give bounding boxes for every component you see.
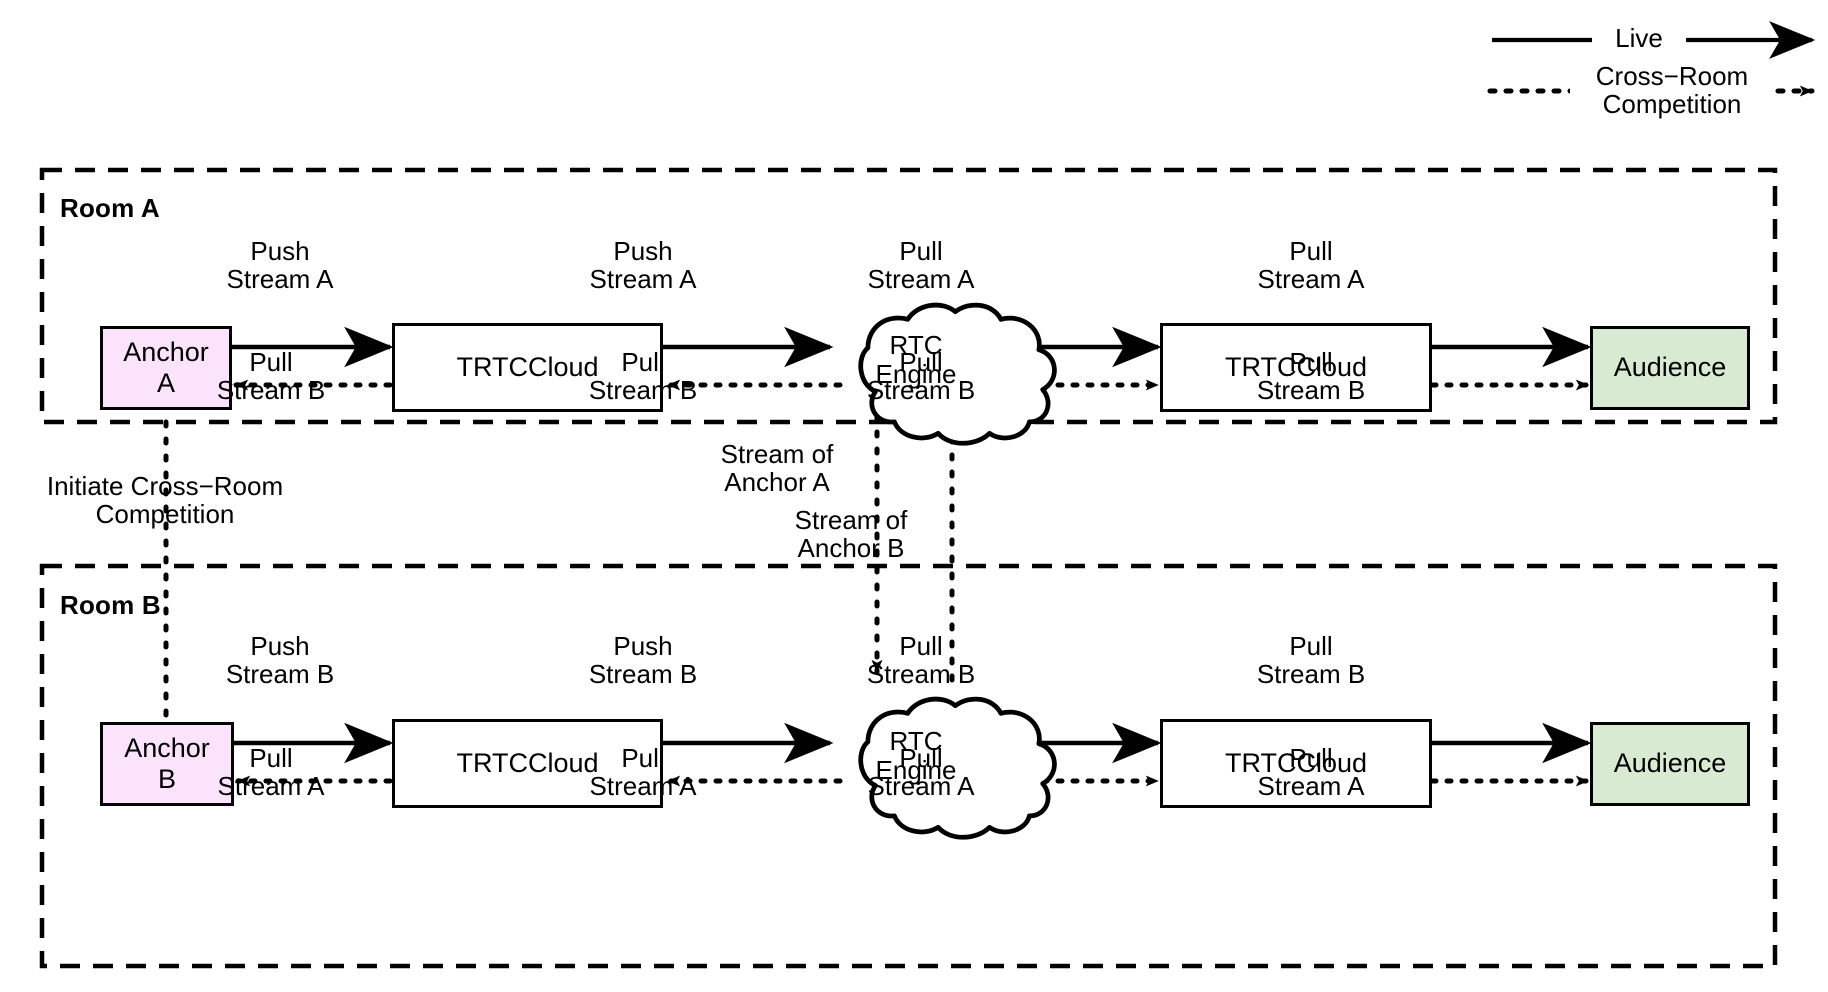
edge-label-b-push-1: Push Stream B	[225, 631, 335, 690]
edge-label-b-pull-2: Pull Stream A	[589, 743, 697, 802]
node-anchor-b[interactable]: Anchor B	[100, 722, 234, 806]
edge-label-b-pull-3: Pull Stream B	[866, 631, 976, 690]
room-b-label: Room B	[60, 590, 161, 620]
edge-label-b-pull-5: Pull Stream B	[1256, 631, 1366, 690]
node-audience-a[interactable]: Audience	[1590, 326, 1750, 410]
edge-label-b-push-2: Push Stream B	[588, 631, 698, 690]
edge-label-a-push-1: Push Stream A	[226, 236, 334, 295]
label-initiate-cross-room: Initiate Cross−Room Competition	[46, 471, 284, 530]
edge-label-a-push-2: Push Stream A	[589, 236, 697, 295]
label-stream-of-anchor-b: Stream of Anchor B	[794, 505, 908, 564]
node-trtccloud-b-left[interactable]: TRTCCloud	[392, 719, 663, 808]
label-stream-of-anchor-a: Stream of Anchor A	[720, 439, 834, 498]
edge-label-a-pull-1: Pull Stream B	[216, 347, 326, 406]
node-trtccloud-a-left[interactable]: TRTCCloud	[392, 323, 663, 412]
edge-label-b-pull-4: Pull Stream A	[867, 743, 975, 802]
node-anchor-a[interactable]: Anchor A	[100, 326, 232, 410]
legend-cross-room-label: Cross−Room Competition	[1570, 62, 1774, 118]
node-audience-b[interactable]: Audience	[1590, 722, 1750, 806]
node-trtccloud-a-right[interactable]: TRTCCloud	[1160, 323, 1432, 412]
rtc-engine-a-cloud	[858, 302, 1057, 446]
rtc-engine-b-cloud	[858, 696, 1057, 840]
node-trtccloud-b-right[interactable]: TRTCCloud	[1160, 719, 1432, 808]
edge-label-b-pull-6: Pull Stream A	[1257, 743, 1365, 802]
edge-label-a-pull-3: Pull Stream A	[867, 236, 975, 295]
edge-label-a-pull-6: Pull Stream B	[1256, 347, 1366, 406]
legend-live-label: Live	[1592, 24, 1686, 52]
room-a-label: Room A	[60, 193, 160, 223]
room-b-border	[39, 563, 1778, 969]
edge-label-b-pull-1: Pull Stream A	[217, 743, 325, 802]
edge-label-a-pull-2: Pull Stream B	[588, 347, 698, 406]
edge-label-a-pull-5: Pull Stream A	[1257, 236, 1365, 295]
edge-label-a-pull-4: Pull Stream B	[866, 347, 976, 406]
